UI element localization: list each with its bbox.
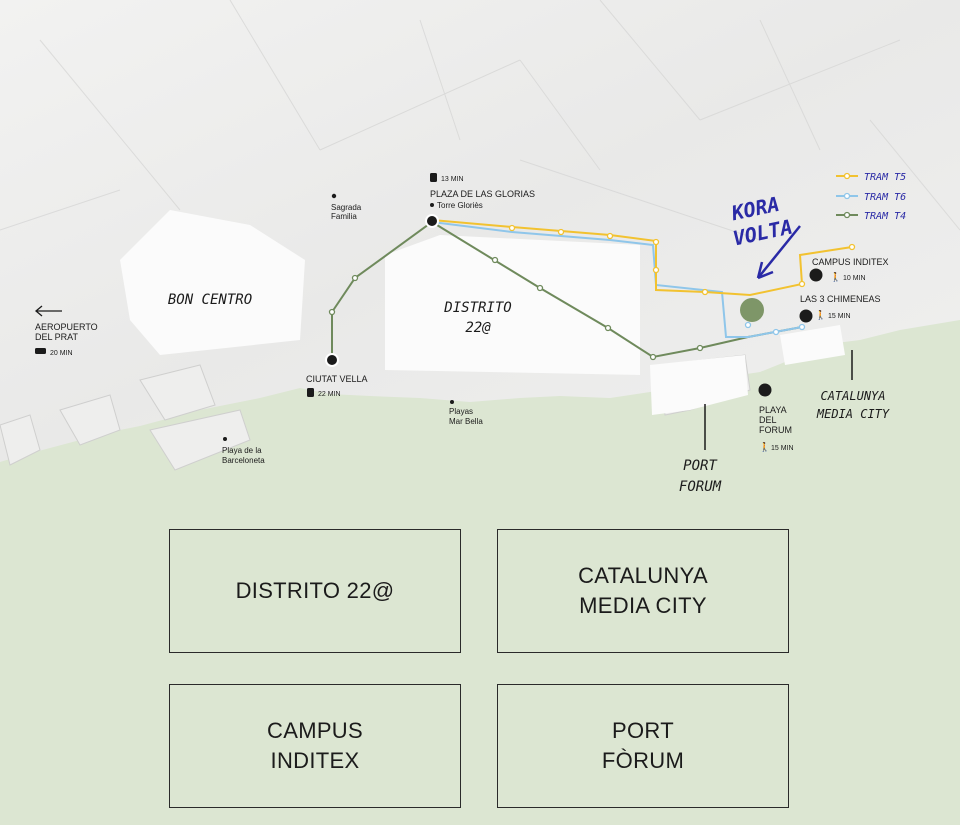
tram-stops — [328, 224, 856, 361]
kora-volta-arrow — [756, 225, 801, 280]
campus-inditex-marker[interactable] — [809, 268, 823, 282]
catalunya-label-2: MEDIA CITY — [816, 407, 890, 421]
legend-t6: TRAM T6 — [864, 192, 906, 203]
catalunya-media-city-zone — [780, 325, 845, 365]
catalunya-label-1: CATALUNYA — [820, 389, 885, 403]
ciutat-vella-time: 22 MIN — [318, 391, 341, 398]
glorias-time: 13 MIN — [441, 176, 464, 183]
playas-mar-bella-dot — [450, 400, 454, 404]
port-forum-zone — [650, 355, 748, 415]
car-icon — [35, 348, 46, 354]
land-area — [0, 0, 960, 462]
barceloneta-label-2: Barceloneta — [222, 456, 265, 465]
walk-icon-forum: 🚶 — [759, 441, 770, 452]
sagrada-familia-dot — [331, 193, 337, 199]
kora-volta-marker[interactable] — [740, 298, 764, 322]
card-port-forum[interactable]: PORT FÒRUM — [497, 684, 789, 808]
bon-centro-zone — [120, 210, 305, 355]
distrito-label-1: DISTRITO — [443, 300, 511, 316]
aeropuerto-label-2: DEL PRAT — [35, 332, 79, 342]
sagrada-label-2: Familia — [331, 212, 357, 221]
playa-forum-label-2: DEL — [759, 415, 777, 425]
tram-t4-line — [331, 220, 803, 360]
card-distrito-22[interactable]: DISTRITO 22@ — [169, 529, 461, 653]
ciutat-vella-name: CIUTAT VELLA — [306, 374, 368, 384]
inditex-name: CAMPUS INDITEX — [812, 257, 889, 267]
distrito-22-zone — [385, 235, 640, 375]
port-forum-label-1: PORT — [683, 458, 718, 474]
tram-icon-ciutat — [307, 388, 314, 397]
bon-centro-label: BON CENTRO — [168, 292, 252, 308]
paper-creases — [0, 0, 960, 241]
tram-icon-glorias — [430, 173, 437, 182]
playa-forum-label-1: PLAYA — [759, 405, 787, 415]
barceloneta-dot — [223, 437, 227, 441]
barcelona-map: TRAM T5 TRAM T6 TRAM T4 BON CENTRO DISTR… — [0, 0, 960, 495]
legend-t5: TRAM T5 — [864, 172, 906, 183]
aeropuerto-arrow — [34, 305, 62, 317]
torre-glories-dot — [430, 203, 434, 207]
card-catalunya-media-city[interactable]: CATALUNYA MEDIA CITY — [497, 529, 789, 653]
chimeneas-time: 15 MIN — [828, 313, 851, 320]
playa-forum-time: 15 MIN — [771, 445, 794, 452]
playas-label-2: Mar Bella — [449, 417, 483, 426]
chimeneas-name: LAS 3 CHIMENEAS — [800, 294, 881, 304]
inditex-time: 10 MIN — [843, 275, 866, 282]
legend-t4: TRAM T4 — [864, 211, 906, 222]
walk-icon-chimeneas: 🚶 — [815, 309, 826, 320]
glorias-name: PLAZA DE LAS GLORIAS — [430, 189, 535, 199]
las-3-chimeneas-marker[interactable] — [799, 309, 813, 323]
walk-icon-inditex: 🚶 — [830, 271, 841, 282]
aeropuerto-time: 20 MIN — [50, 350, 73, 357]
playas-label-1: Playas — [449, 407, 473, 416]
playa-del-forum-marker[interactable] — [758, 383, 772, 397]
legend: TRAM T5 TRAM T6 TRAM T4 — [836, 172, 906, 222]
glorias-sub: Torre Gloriès — [437, 201, 483, 210]
playa-forum-label-3: FORUM — [759, 425, 792, 435]
port-forum-label-2: FORUM — [679, 479, 722, 495]
distrito-label-2: 22@ — [465, 320, 491, 336]
glorias-station[interactable] — [425, 214, 439, 228]
card-campus-inditex[interactable]: CAMPUS INDITEX — [169, 684, 461, 808]
barceloneta-label-1: Playa de la — [222, 446, 262, 455]
sagrada-label-1: Sagrada — [331, 203, 362, 212]
ciutat-vella-station[interactable] — [325, 353, 339, 367]
aeropuerto-label-1: AEROPUERTO — [35, 322, 98, 332]
